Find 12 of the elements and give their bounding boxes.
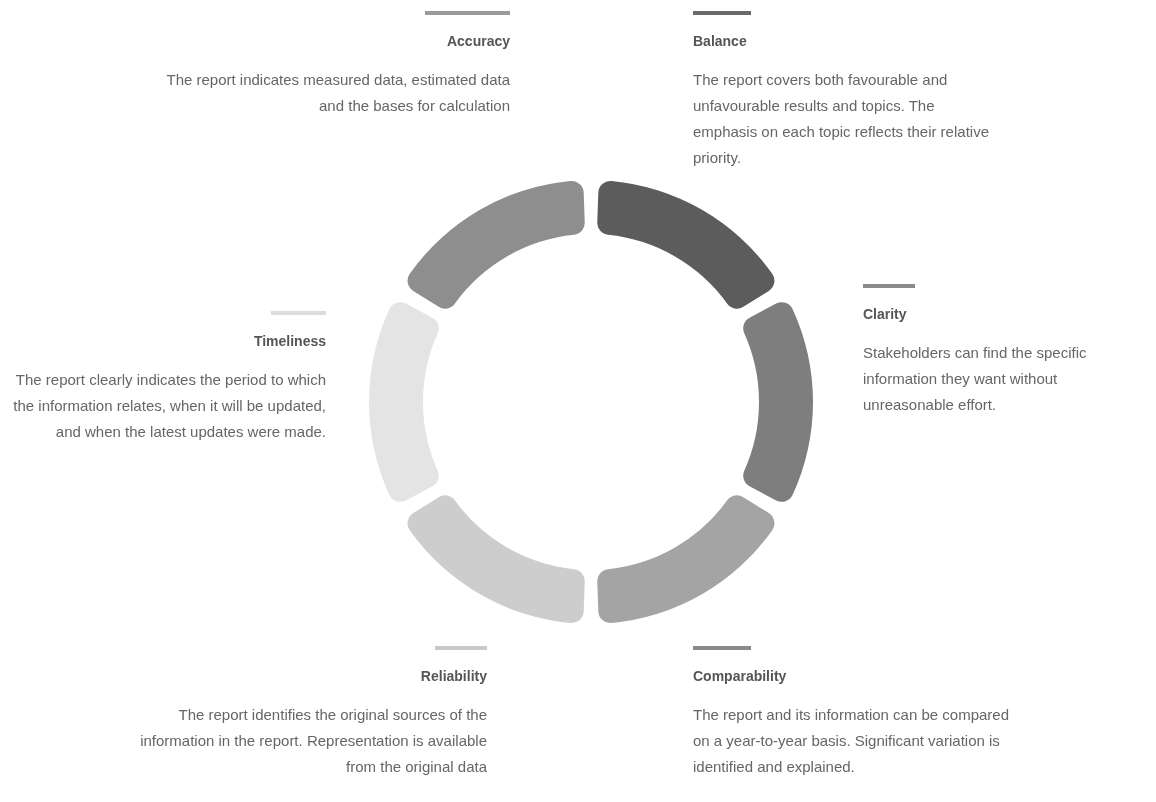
principle-description: The report covers both favourable and unfavourable results and topics. The emphasis on each topic reflects their relative priority. xyxy=(693,70,990,168)
principle-description: Stakeholders can find the specific information they want without unreasonable effort. xyxy=(863,343,1088,415)
principle-heading: Accuracy xyxy=(446,33,510,49)
principle-description: The report clearly indicates the period to which the information relates, when it will be updated, and when the latest updates were made. xyxy=(12,370,326,442)
principle-heading: Timeliness xyxy=(253,333,326,349)
principle-description: The report and its information can be compared on a year-to-year basis. Significant variation is identified and explained. xyxy=(693,705,1010,777)
principle-heading: Reliability xyxy=(420,668,487,684)
principle-heading: Balance xyxy=(693,33,747,49)
principle-heading: Comparability xyxy=(693,668,787,684)
principle-description: The report indicates measured data, estimated data and the bases for calculation xyxy=(165,70,510,116)
principle-heading: Clarity xyxy=(863,306,907,322)
principle-description: The report identifies the original sources of the information in the report. Representation is available from the original data xyxy=(139,705,487,777)
